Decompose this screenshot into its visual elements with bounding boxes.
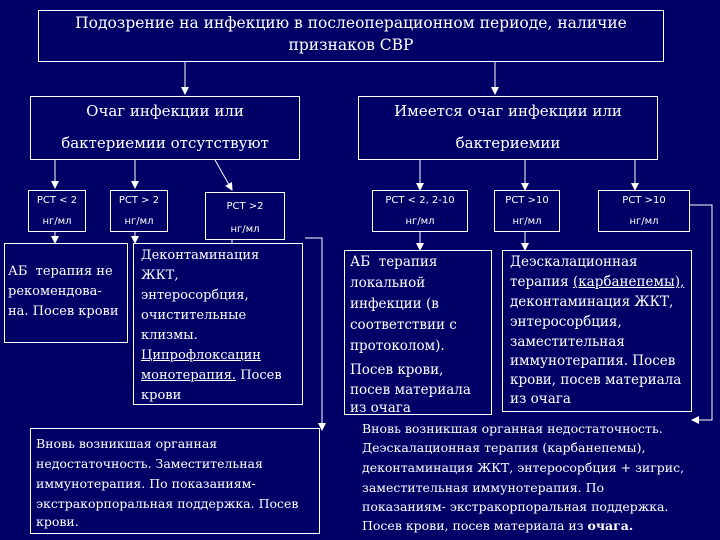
organ-left-line-4: экстракорпоральная поддержка. Посев [36, 496, 299, 511]
top-line-1: Подозрение на инфекцию в послеоперационн… [75, 14, 627, 32]
deescalation-right-box [502, 250, 692, 412]
pct-value-5: PCT >10 [505, 195, 549, 206]
deesc-line-8: из очага [510, 391, 571, 407]
deesc-line-4: энтеросорбция, [510, 314, 622, 330]
deesc-line-2-pre: терапия [510, 274, 573, 290]
top-line-2: признаков СВР [288, 36, 414, 54]
deesc-line-5: заместительная [510, 334, 625, 350]
decon-line-5: клизмы. [141, 328, 198, 343]
pct-unit-3: нг/мл [230, 224, 260, 235]
decon-cipro-2: монотерапия. [141, 368, 237, 383]
deesc-line-3: деконтаминация ЖКТ, [510, 294, 674, 310]
pct-unit-4: нг/мл [405, 216, 435, 227]
ab-left-line-3: на. Посев крови [8, 304, 119, 319]
pct-value-3: PCT >2 [226, 201, 264, 212]
ab-therapy-right-box [344, 250, 492, 415]
decon-cipro-line: монотерапия. Посев [141, 368, 282, 384]
decon-cipro-1: Ципрофлоксацин [141, 348, 261, 363]
ab-right-line-9: из очага [350, 400, 411, 416]
pct-box-5 [494, 190, 560, 232]
organ-left-line-5: крови. [36, 514, 79, 529]
decontamination-box [133, 243, 303, 405]
organ-left-line-3: иммунотерапия. По показаниям- [36, 476, 256, 491]
pct-box-1 [28, 190, 86, 232]
arrow-pct6-organ-right [690, 204, 713, 424]
decon-line-2: ЖКТ, [141, 268, 179, 283]
organ-right-line-4: заместительная иммунотерапия. По [362, 480, 605, 495]
deesc-line-2: терапия (карбанепемы), [510, 274, 684, 290]
organ-right-line-1: Вновь возникшая органная недостаточность… [362, 421, 663, 436]
pct-box-2 [110, 190, 168, 232]
pct-unit-5: нг/мл [512, 216, 542, 227]
ab-right-line-5: протоколом). [350, 338, 445, 354]
top-box [38, 10, 664, 62]
ab-right-line-4: соответствии с [350, 317, 457, 333]
ab-therapy-left-box [4, 243, 128, 343]
organ-right-line-5: показаниям- экстракорпоральная поддержка… [362, 499, 669, 514]
right-branch-box [358, 96, 658, 160]
pct-unit-1: нг/мл [42, 216, 72, 227]
organ-left-line-1: Вновь возникшая органная [36, 436, 218, 451]
pct-value-4: PCT < 2, 2-10 [385, 195, 455, 206]
ab-left-line-2: рекомендова- [8, 284, 102, 299]
deesc-line-7: крови, посев материала [510, 372, 682, 388]
ab-left-line-1: АБ терапия не [8, 264, 113, 279]
ab-right-line-8: посев материала [350, 382, 471, 398]
ab-right-line-1: АБ терапия [350, 254, 438, 270]
organ-right-last-pre: Посев крови, посев материала из [362, 518, 588, 533]
right-branch-line-2: бактериемии [455, 134, 561, 152]
pct-value-2: PCT > 2 [118, 195, 160, 206]
deesc-line-2-underlined: (карбанепемы), [572, 274, 685, 290]
organ-right-line-6: Посев крови, посев материала из очага. [362, 518, 633, 533]
pct-box-3 [205, 192, 285, 240]
decon-last: крови [141, 388, 182, 403]
organ-right-line-3: деконтаминация ЖКТ, энтеросорбция + зигр… [362, 460, 685, 475]
organ-failure-left-box [30, 428, 320, 534]
left-branch-line-2: бактериемии отсутствуют [61, 134, 269, 152]
pct-unit-6: нг/мл [629, 216, 659, 227]
left-branch-line-1: Очаг инфекции или [86, 102, 244, 120]
ab-right-line-3: инфекции (в [350, 296, 439, 312]
pct-value-6: PCT >10 [622, 195, 666, 206]
arrow-pct3-organ-left [305, 237, 326, 431]
decon-line-4: очистительные [141, 308, 247, 323]
arrow-left-pct3 [214, 159, 233, 191]
deesc-line-1: Деэскалационная [510, 254, 638, 270]
ab-right-line-2: локальной [350, 275, 426, 291]
deesc-line-6: иммунотерапия. Посев [510, 353, 676, 369]
pct-box-4 [372, 190, 468, 232]
ab-right-line-7: Посев крови, [350, 362, 444, 378]
organ-right-line-2: Деэскалационная терапия (карбанепемы), [362, 440, 646, 455]
right-branch-line-1: Имеется очаг инфекции или [394, 102, 622, 120]
decon-cipro-2-rest: Посев [236, 368, 282, 383]
left-branch-box [30, 96, 300, 160]
pct-box-6 [598, 190, 690, 232]
decon-line-3: энтеросорбция, [141, 288, 249, 303]
pct-unit-2: нг/мл [124, 216, 154, 227]
pct-value-1: PCT < 2 [36, 195, 78, 206]
decon-line-1: Деконтаминация [141, 248, 260, 263]
organ-right-last-bold: очага. [587, 518, 634, 533]
organ-left-line-2: недостаточность. Заместительная [36, 456, 263, 471]
